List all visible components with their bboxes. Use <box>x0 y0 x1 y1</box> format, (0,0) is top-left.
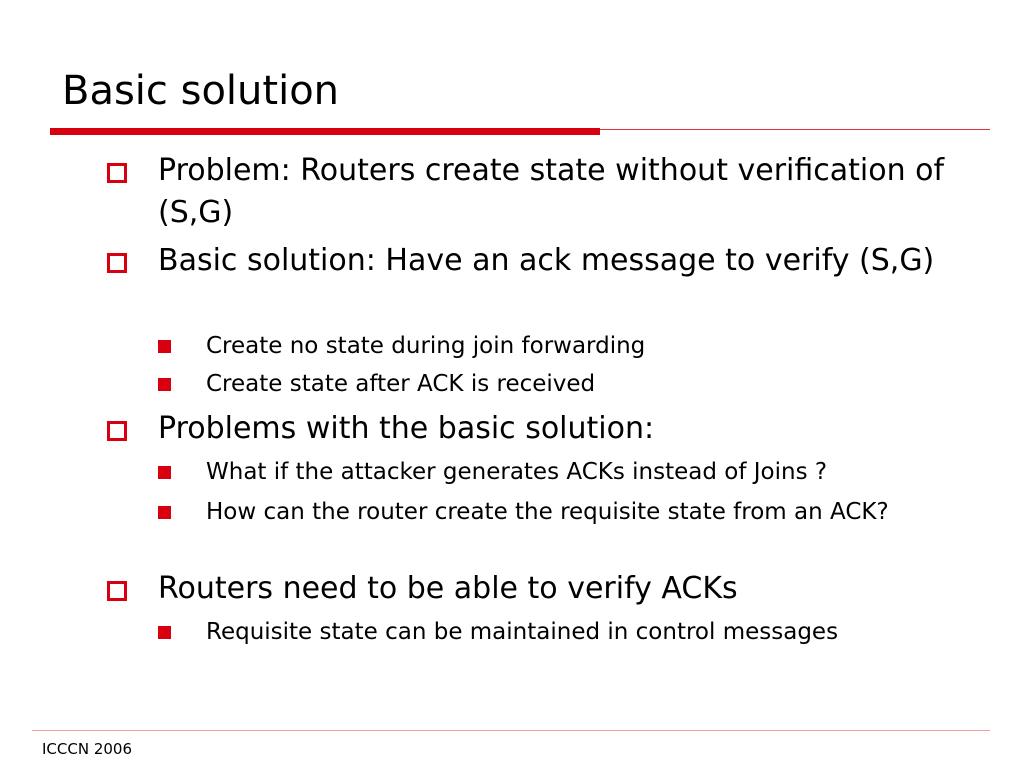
filled-square-bullet-icon <box>158 378 171 391</box>
bullet-text: Problems with the basic solution: <box>158 411 655 446</box>
sub-bullet-item: What if the attacker generates ACKs inst… <box>158 456 976 488</box>
sub-bullet-item: Create state after ACK is received <box>158 368 976 400</box>
hollow-square-bullet-icon <box>107 253 127 273</box>
filled-square-bullet-icon <box>158 626 171 639</box>
hollow-square-bullet-icon <box>107 581 127 601</box>
slide-title: Basic solution <box>62 68 340 114</box>
sub-bullet-item: How can the router create the requisite … <box>158 496 976 528</box>
title-underline-thin <box>600 129 990 130</box>
hollow-square-bullet-icon <box>107 421 127 441</box>
bullet-text: Routers need to be able to verify ACKs <box>158 571 738 606</box>
bullet-item: Problem: Routers create state without ve… <box>107 150 968 234</box>
sub-bullet-text: What if the attacker generates ACKs inst… <box>206 459 828 485</box>
bullet-text: Problem: Routers create state without ve… <box>158 153 945 230</box>
filled-square-bullet-icon <box>158 340 171 353</box>
sub-bullet-text: How can the router create the requisite … <box>206 499 889 525</box>
footer-conference-label: ICCCN 2006 <box>42 740 133 758</box>
title-underline-thick <box>50 128 600 135</box>
footer-divider <box>32 730 990 731</box>
filled-square-bullet-icon <box>158 506 171 519</box>
filled-square-bullet-icon <box>158 466 171 479</box>
sub-bullet-item: Create no state during join forwarding <box>158 330 976 362</box>
bullet-item: Problems with the basic solution: <box>107 408 968 450</box>
sub-bullet-text: Create state after ACK is received <box>206 371 596 397</box>
bullet-text: Basic solution: Have an ack message to v… <box>158 243 935 278</box>
sub-bullet-item: Requisite state can be maintained in con… <box>158 616 976 648</box>
sub-bullet-text: Requisite state can be maintained in con… <box>206 619 839 645</box>
bullet-item: Routers need to be able to verify ACKs <box>107 568 968 610</box>
hollow-square-bullet-icon <box>107 163 127 183</box>
bullet-item: Basic solution: Have an ack message to v… <box>107 240 968 282</box>
sub-bullet-text: Create no state during join forwarding <box>206 333 646 359</box>
